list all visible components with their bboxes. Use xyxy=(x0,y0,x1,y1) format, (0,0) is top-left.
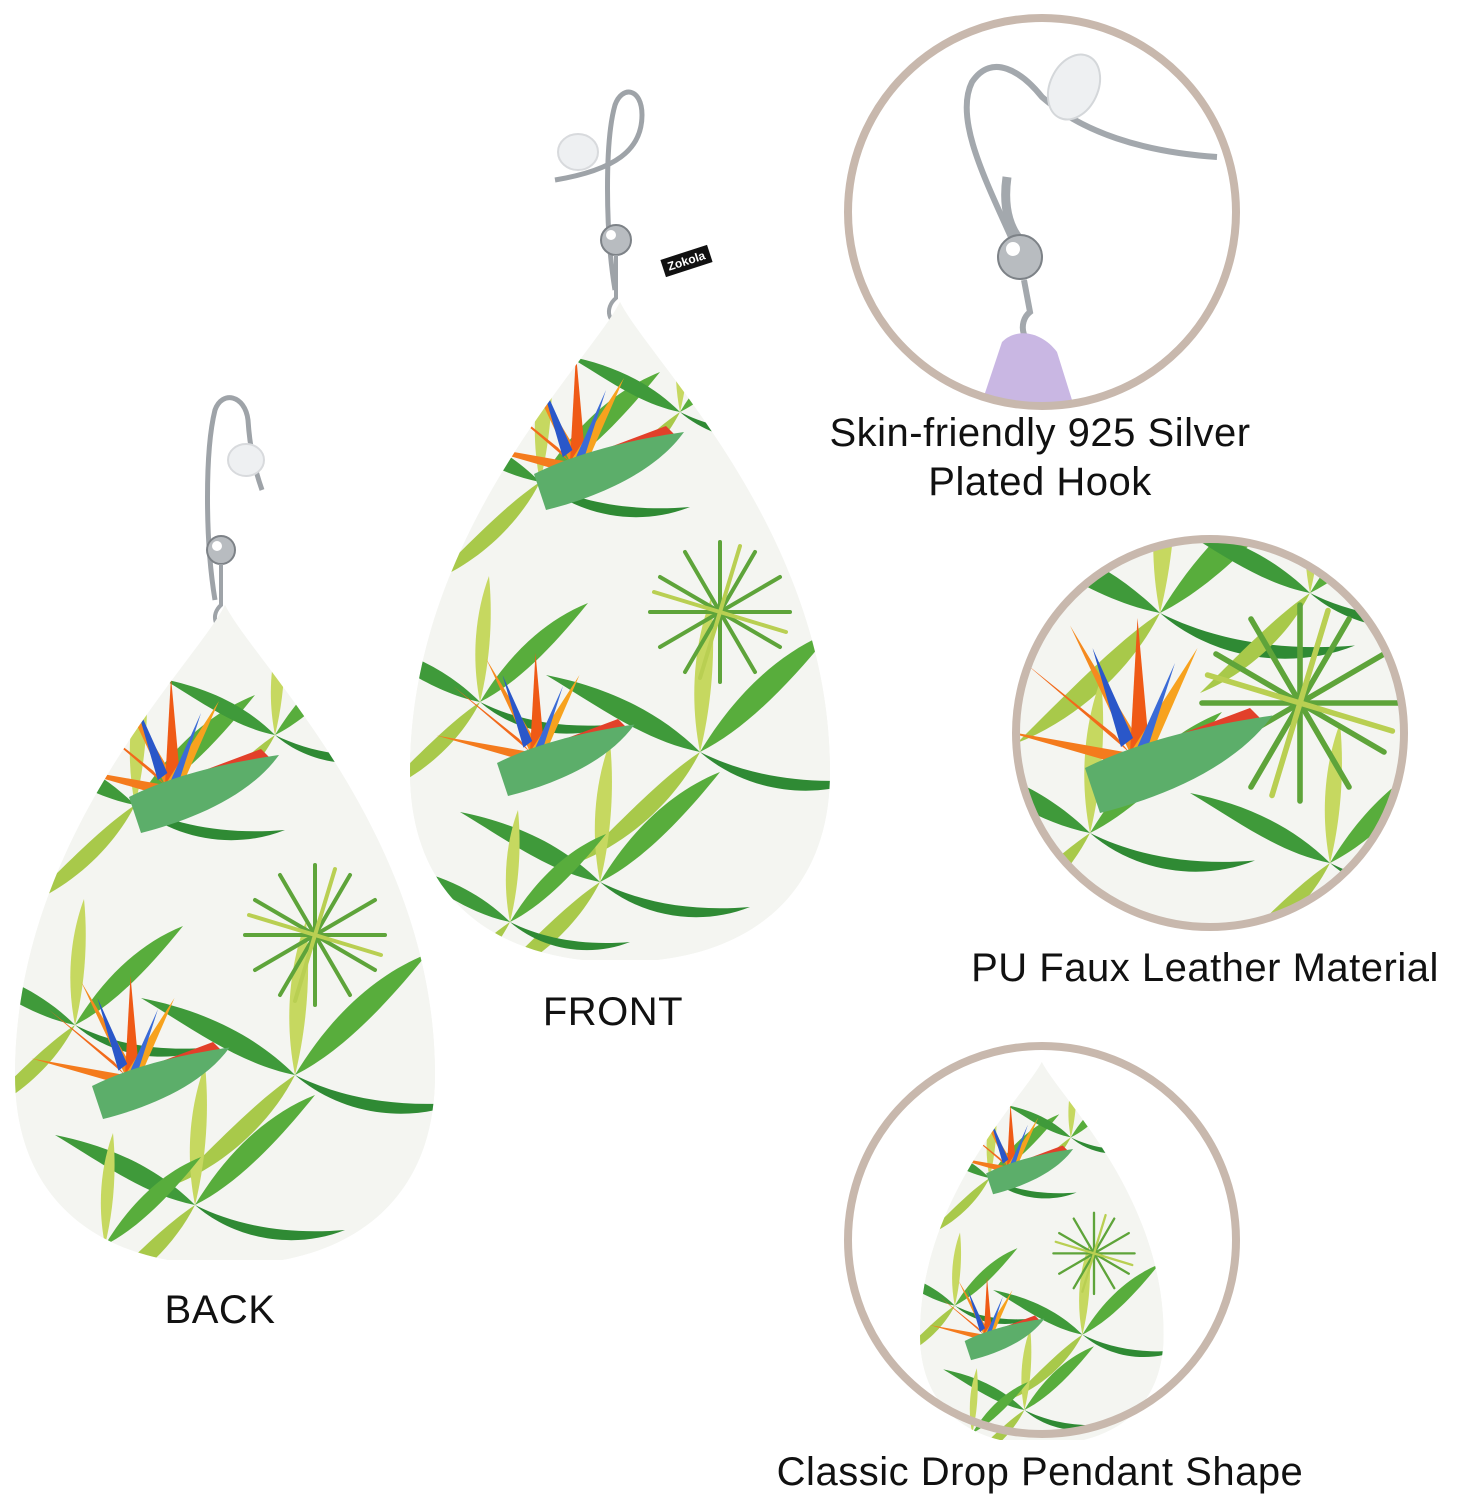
shape-label: Classic Drop Pendant Shape xyxy=(776,1450,1304,1494)
earring-hook-icon xyxy=(963,53,1218,406)
earring-hook-icon xyxy=(410,89,830,960)
front-earring: Zokola xyxy=(390,80,840,960)
hook-label-line1: Skin-friendly 925 Silver xyxy=(829,411,1251,455)
material-detail-circle xyxy=(1010,533,1410,933)
earring-hook-icon xyxy=(15,395,435,1260)
back-earring xyxy=(0,390,450,1260)
front-label: FRONT xyxy=(542,990,684,1034)
shape-detail-circle xyxy=(842,1040,1242,1440)
material-label: PU Faux Leather Material xyxy=(971,946,1439,990)
hook-detail-circle xyxy=(842,12,1242,412)
back-label: BACK xyxy=(164,1288,276,1332)
hook-label-line2: Plated Hook xyxy=(928,460,1152,504)
